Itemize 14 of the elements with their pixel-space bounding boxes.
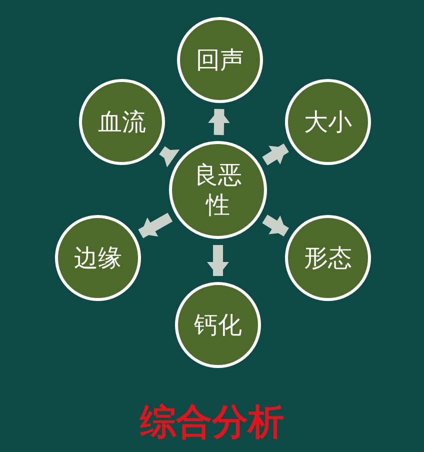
circle-node: 钙化 bbox=[175, 282, 261, 368]
circle-node: 大小 bbox=[285, 79, 371, 165]
arrow bbox=[262, 214, 289, 236]
arrow bbox=[138, 212, 173, 238]
arrow bbox=[159, 146, 180, 168]
circle-node: 血流 bbox=[79, 79, 165, 165]
circle-node: 回声 bbox=[177, 17, 263, 103]
circle-node: 良恶性 bbox=[169, 141, 267, 239]
arrow bbox=[208, 108, 230, 136]
circle-node: 形态 bbox=[285, 215, 371, 301]
circle-node: 边缘 bbox=[55, 215, 141, 301]
arrow bbox=[262, 144, 289, 166]
arrow bbox=[207, 245, 229, 276]
title: 综合分析 bbox=[138, 401, 285, 444]
